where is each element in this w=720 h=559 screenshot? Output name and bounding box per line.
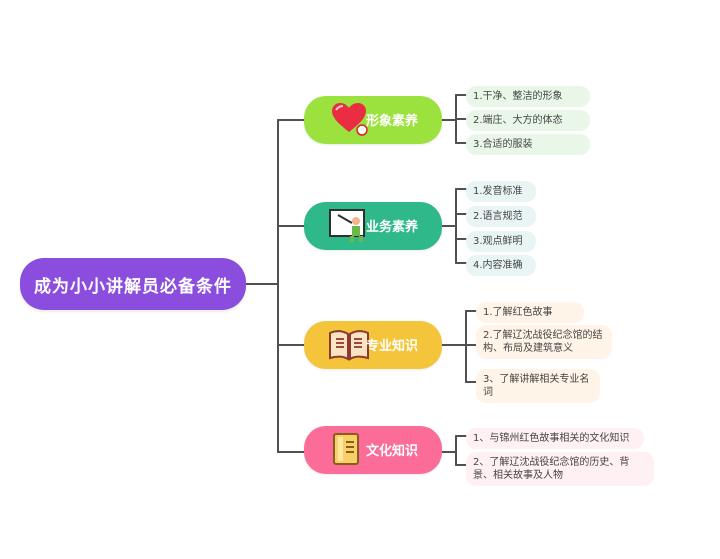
leaf-item: 2.语言规范 <box>466 206 536 227</box>
branch-label: 形象素养 <box>366 114 419 129</box>
branch-label: 专业知识 <box>366 339 419 354</box>
branch-business-quality: 业务素养 <box>304 202 442 250</box>
leaf-item: 4.内容准确 <box>466 255 536 276</box>
leaf-item: 1、与锦州红色故事相关的文化知识 <box>466 428 644 449</box>
heart-icon <box>328 102 370 138</box>
leaf-item: 1.干净、整洁的形象 <box>466 86 590 107</box>
branch-professional-knowledge: 专业知识 <box>304 321 442 369</box>
leaf-item: 1.发音标准 <box>466 181 536 202</box>
leaf-item: 3、了解讲解相关专业名词 <box>476 369 600 403</box>
leaf-item: 3.观点鲜明 <box>466 231 536 252</box>
leaf-item: 1.了解红色故事 <box>476 302 584 323</box>
branch-cultural-knowledge: 文化知识 <box>304 426 442 474</box>
root-topic: 成为小小讲解员必备条件 <box>20 258 246 310</box>
branch-label: 业务素养 <box>366 220 419 235</box>
root-title: 成为小小讲解员必备条件 <box>34 276 232 297</box>
open-book-icon <box>328 327 370 363</box>
teacher-board-icon <box>328 208 370 244</box>
leaf-item: 2.了解辽沈战役纪念馆的结构、布局及建筑意义 <box>476 325 612 359</box>
leaf-item: 2.端庄、大方的体态 <box>466 110 590 131</box>
branch-image-quality: 形象素养 <box>304 96 442 144</box>
leaf-item: 2、了解辽沈战役纪念馆的历史、背景、相关故事及人物 <box>466 452 654 486</box>
closed-book-icon <box>328 432 370 468</box>
leaf-item: 3.合适的服装 <box>466 134 590 155</box>
branch-label: 文化知识 <box>366 444 419 459</box>
